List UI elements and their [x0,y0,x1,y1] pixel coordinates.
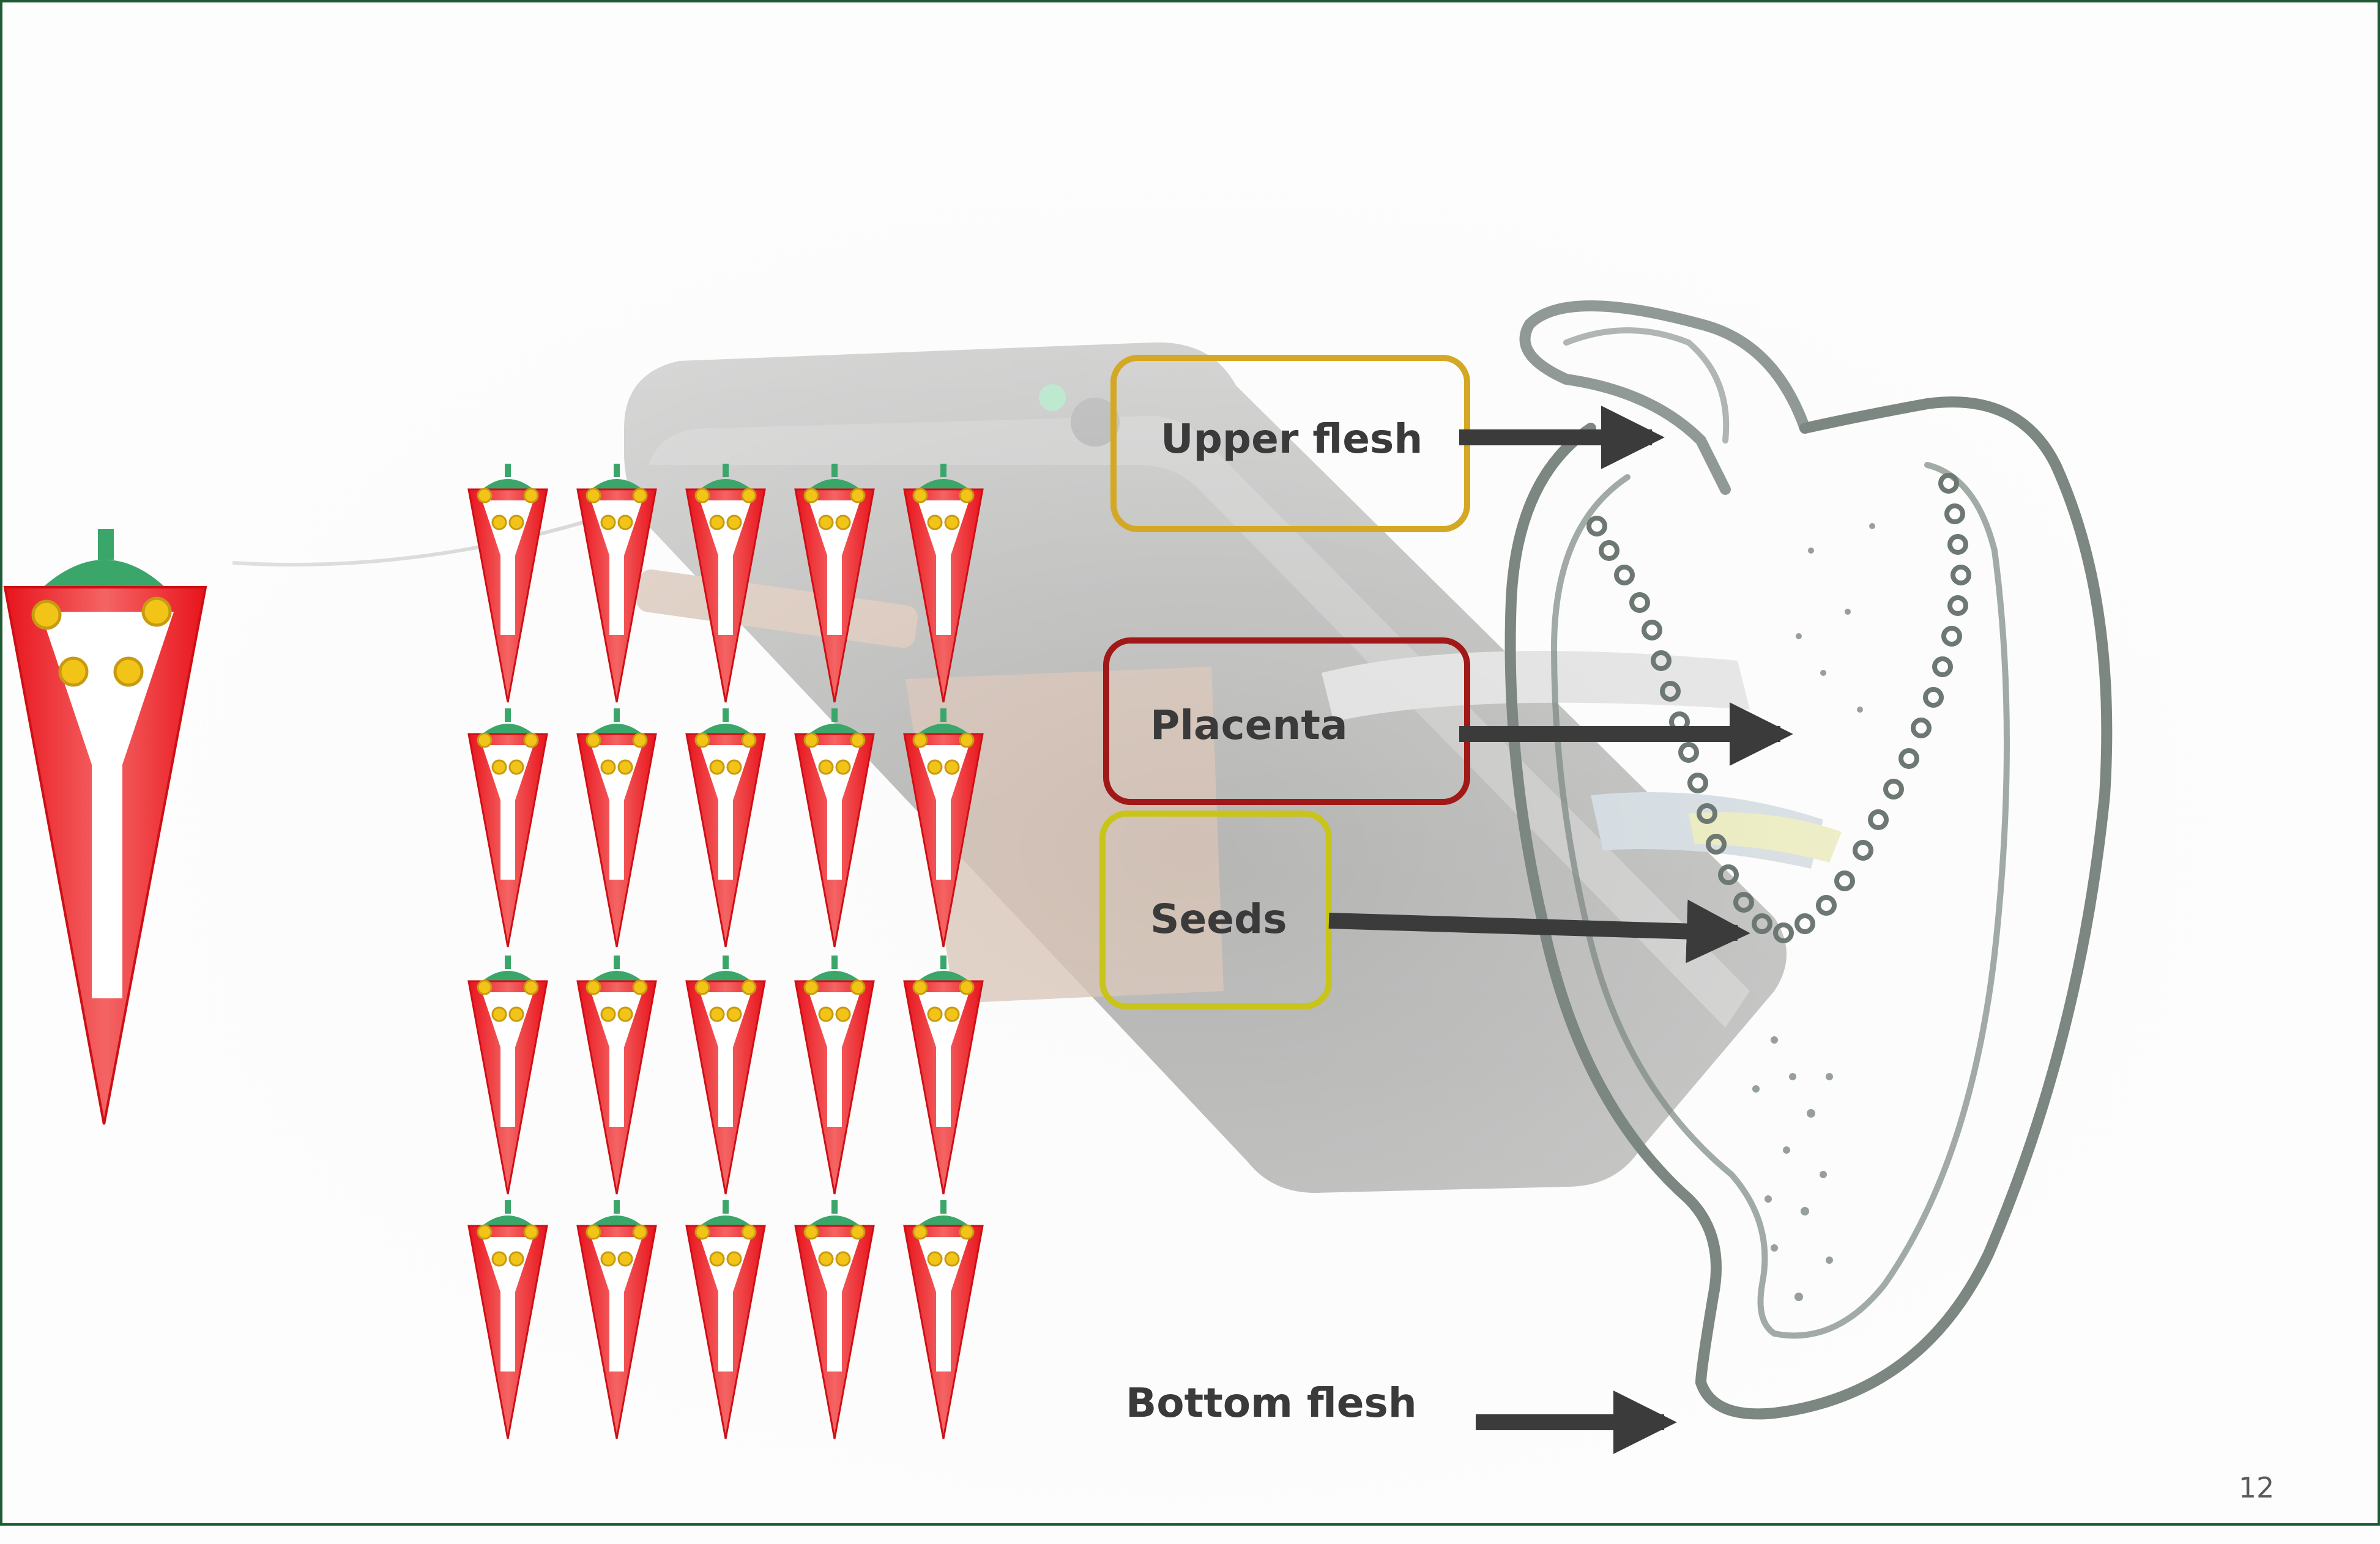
page-number: 12 [2239,1471,2275,1504]
pepper-pencil-sketch [1504,300,2113,1420]
placenta-box [1103,637,1470,805]
seeds-label: Seeds [1150,896,1287,943]
seeds-box [1099,811,1332,1009]
bottom-flesh-callout: Bottom flesh [1126,1379,1677,1454]
bottom-flesh-label: Bottom flesh [1126,1379,1417,1427]
pepper-cross-section-icon [3,529,207,1125]
seeds-arrow [1328,899,1750,963]
seeds-callout: Seeds [1099,811,1750,1009]
upper-flesh-label: Upper flesh [1161,415,1422,462]
upper-flesh-callout: Upper flesh [1110,355,1665,532]
placenta-label: Placenta [1150,702,1348,749]
pepper-sketch-seeds [1586,473,1971,943]
pepper-sketch-stipple [1752,523,1875,1301]
placenta-callout: Placenta [1103,637,1793,805]
